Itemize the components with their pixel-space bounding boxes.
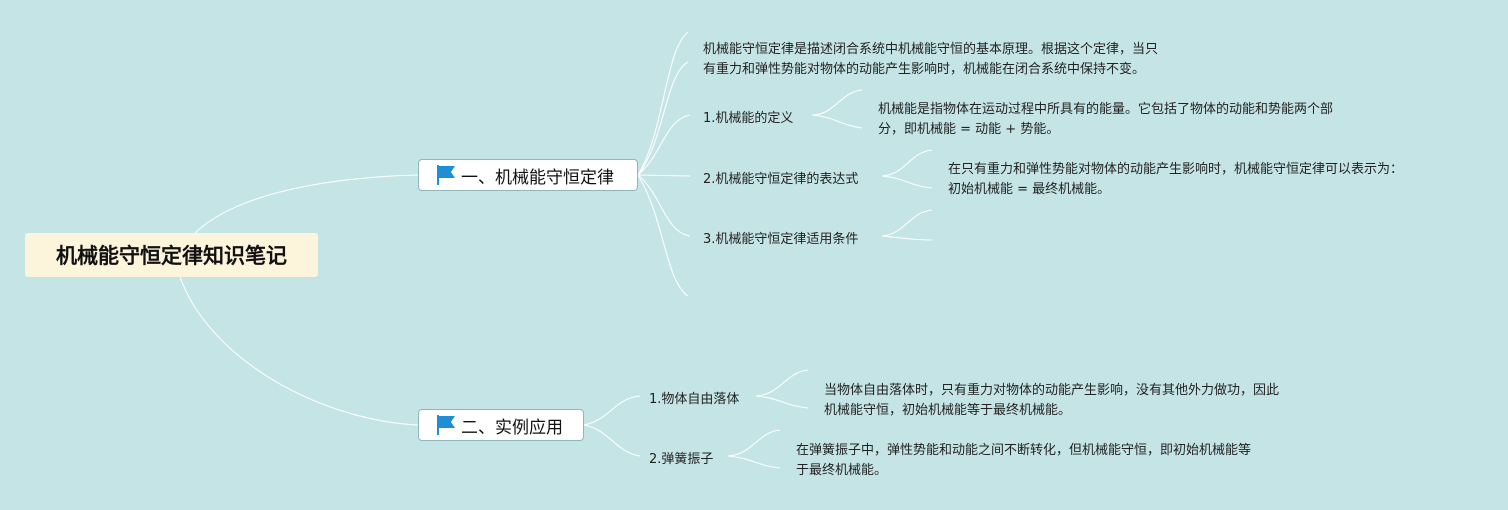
connector-b1-item2-detail [881, 149, 933, 177]
subtopic-label: 3.机械能守恒定律适用条件 [703, 232, 859, 247]
flag-icon [437, 165, 455, 185]
free-fall-detail[interactable]: 当物体自由落体时，只有重力对物体的动能产生影响，没有其他外力做功，因此 机械能守… [824, 381, 1344, 421]
detail-line-1: 机械能是指物体在运动过程中所具有的能量。它包括了物体的动能和势能两个部 [878, 102, 1334, 117]
intro-line-2: 有重力和弹性势能对物体的动能产生影响时，机械能在闭合系统中保持不变。 [703, 62, 1146, 77]
detail-line-2: 于最终机械能。 [796, 463, 888, 478]
connector-b2-item1 [583, 395, 641, 426]
subtopic-spring-oscillator[interactable]: 2.弹簧振子 [649, 448, 713, 467]
detail-line-2: 机械能守恒，初始机械能等于最终机械能。 [824, 403, 1072, 418]
subtopic-label: 2.弹簧振子 [649, 452, 714, 467]
intro-line-1: 机械能守恒定律是描述闭合系统中机械能守恒的基本原理。根据这个定律，当只 [703, 42, 1159, 57]
connector-b1-item2-detail-b [881, 175, 933, 189]
connector-b1-item1 [637, 114, 691, 176]
connector-b1-item1-detail [811, 89, 863, 116]
connector-b1-intro2 [637, 61, 689, 176]
detail-line-2: 初始机械能 = 最终机械能。 [948, 182, 1111, 197]
connector-b2-item1-detail-b [755, 395, 809, 409]
subtopic-free-fall[interactable]: 1.物体自由落体 [649, 388, 739, 407]
detail-line-1: 当物体自由落体时，只有重力对物体的动能产生影响，没有其他外力做功，因此 [824, 383, 1280, 398]
spring-oscillator-detail[interactable]: 在弹簧振子中，弹性势能和动能之间不断转化，但机械能守恒，即初始机械能等 于最终机… [796, 441, 1316, 481]
connector-b1-item3-b [881, 235, 933, 241]
detail-line-2: 分，即机械能 = 动能 + 势能。 [878, 122, 1060, 137]
subtopic-label: 2.机械能守恒定律的表达式 [703, 172, 859, 187]
connector-b1-intro [637, 31, 689, 176]
connector-b2-item2-detail-b [727, 455, 781, 469]
subtopic-label: 1.机械能的定义 [703, 111, 794, 126]
branch-title: 二、实例应用 [461, 417, 563, 438]
subtopic-conditions[interactable]: 3.机械能守恒定律适用条件 [703, 228, 858, 247]
detail-line-1: 在只有重力和弹性势能对物体的动能产生影响时，机械能守恒定律可以表示为： [948, 162, 1404, 177]
subtopic-label: 1.物体自由落体 [649, 392, 740, 407]
root-topic[interactable]: 机械能守恒定律知识笔记 [25, 233, 318, 277]
connector-b2-item1-detail [755, 369, 809, 397]
subtopic-definition[interactable]: 1.机械能的定义 [703, 107, 793, 126]
connector-b1-item1-detail-b [811, 114, 863, 129]
subtopic-expression[interactable]: 2.机械能守恒定律的表达式 [703, 168, 858, 187]
branch1-intro[interactable]: 机械能守恒定律是描述闭合系统中机械能守恒的基本原理。根据这个定律，当只 有重力和… [703, 40, 1223, 80]
root-title: 机械能守恒定律知识笔记 [56, 244, 287, 268]
connector-b1-item3 [637, 174, 691, 237]
branch-title: 一、机械能守恒定律 [461, 167, 614, 188]
branch-topic-conservation-law[interactable]: 一、机械能守恒定律 [418, 159, 638, 191]
expression-detail[interactable]: 在只有重力和弹性势能对物体的动能产生影响时，机械能守恒定律可以表示为： 初始机械… [948, 160, 1468, 200]
connector-b2-item2 [583, 424, 641, 457]
connector-b1-item2 [637, 174, 691, 177]
flag-icon [437, 415, 455, 435]
branch-topic-applications[interactable]: 二、实例应用 [418, 409, 584, 441]
connector-root-branch1 [194, 174, 419, 234]
connector-b1-tail [637, 174, 689, 297]
connector-b1-item3-a [881, 209, 933, 237]
connector-root-branch2 [179, 276, 419, 426]
detail-line-1: 在弹簧振子中，弹性势能和动能之间不断转化，但机械能守恒，即初始机械能等 [796, 443, 1252, 458]
connector-b2-item2-detail [727, 429, 781, 457]
definition-detail[interactable]: 机械能是指物体在运动过程中所具有的能量。它包括了物体的动能和势能两个部 分，即机… [878, 100, 1398, 140]
